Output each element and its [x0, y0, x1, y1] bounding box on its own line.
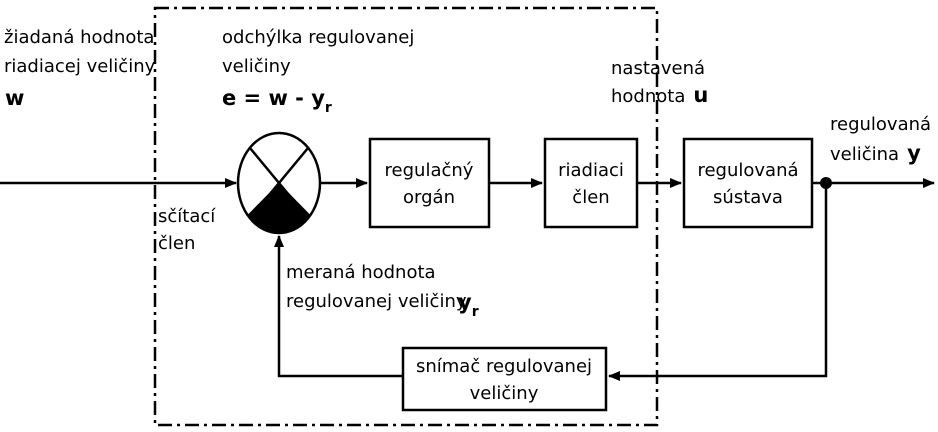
output-label-line1: regulovaná: [830, 114, 931, 135]
controller-label-line1: regulačný: [385, 160, 474, 181]
setpoint-label-line1: žiadaná hodnota: [4, 27, 154, 48]
measured-label-line1: meraná hodnota: [286, 262, 436, 283]
plant-label-line1: regulovaná: [697, 160, 798, 181]
setpoint-label-line2: riadiacej veličiny: [4, 56, 156, 77]
feedback-line-right: [608, 183, 828, 381]
plant-label-line2: sústava: [713, 187, 783, 208]
sensor-label-line1: snímač regulovanej: [416, 356, 592, 377]
setpoint-symbol: w: [5, 86, 24, 110]
measured-symbol: yr: [458, 290, 479, 320]
error-label-line1: odchýlka regulovanej: [222, 27, 414, 48]
plant-block: [682, 137, 814, 229]
actuator-label-line1: riadiaci: [558, 160, 624, 181]
error-equation: e = w - yr: [222, 86, 332, 116]
sensor-label-line2: veličiny: [470, 383, 539, 404]
manip-label-line1: nastavená: [611, 58, 705, 79]
controller-boundary: [153, 6, 659, 427]
adder-label-line1: sčítací: [158, 206, 216, 227]
adder-label-line2: člen: [158, 233, 195, 254]
summing-junction: [236, 131, 322, 235]
controller-label-line2: orgán: [403, 187, 455, 208]
sensor-block: [401, 346, 608, 412]
feedback-line-left: [274, 235, 403, 378]
controller-block: [368, 137, 491, 229]
measured-label-line2: regulovanej veličiny: [286, 291, 467, 312]
actuator-label-line2: člen: [572, 187, 609, 208]
actuator-block: [543, 137, 639, 229]
error-label-line2: veličiny: [222, 56, 291, 77]
